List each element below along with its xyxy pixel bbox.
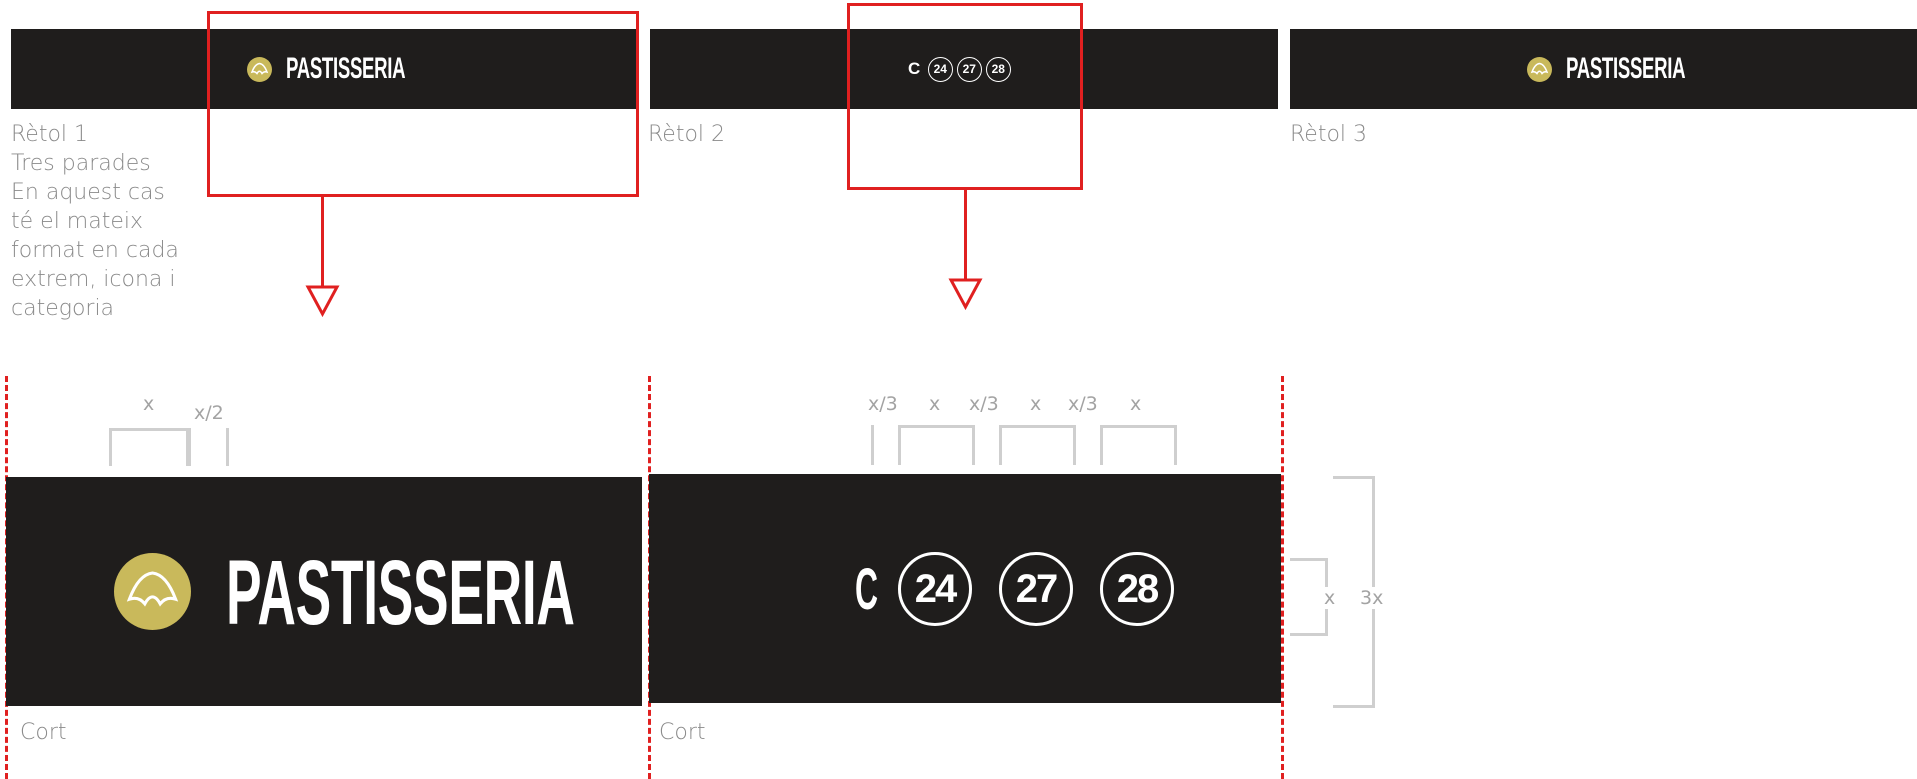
stop-number-badge: 24 — [898, 552, 972, 626]
rotol1-description: Tres parades En aquest cas té el mateix … — [11, 149, 179, 323]
highlight-box-rotol1 — [207, 11, 639, 197]
dimension-label: x — [143, 393, 155, 415]
dimension-label: x/3 — [868, 393, 898, 415]
arrow-down-icon — [305, 196, 340, 318]
brand-name: PASTISSERIA — [286, 52, 406, 85]
category-letter-large: C — [855, 557, 878, 622]
dimension-label: x/3 — [1068, 393, 1098, 415]
dimension-label: x — [1322, 587, 1338, 609]
banner-small-rotol2: C 24 27 28 — [650, 29, 1278, 109]
category-letter: C — [908, 59, 920, 78]
dimension-label: 3x — [1358, 587, 1386, 609]
arrow-down-icon — [948, 189, 983, 311]
dimension-bracket — [1100, 425, 1177, 465]
croissant-icon — [1527, 57, 1552, 82]
rotol1-title: Rètol 1 — [11, 122, 89, 147]
dimension-bracket — [109, 428, 191, 466]
dimension-bracket — [871, 425, 901, 465]
rotol3-title: Rètol 3 — [1290, 122, 1368, 147]
rotol2-title: Rètol 2 — [648, 122, 726, 147]
croissant-icon — [114, 553, 191, 630]
description-line: Tres parades — [11, 151, 151, 176]
dimension-label: x — [1130, 393, 1142, 415]
stop-number-badge: 27 — [999, 552, 1073, 626]
stop-number-badge: 28 — [1100, 552, 1174, 626]
stop-number-badge: 27 — [956, 56, 982, 82]
banner-large-rotol1: PASTISSERIA — [6, 477, 642, 706]
stop-codes: C 24 27 28 — [908, 56, 1011, 82]
highlight-box-rotol2 — [847, 3, 1083, 190]
brand-name-large: PASTISSERIA — [226, 542, 575, 644]
description-line: categoria — [11, 296, 115, 321]
croissant-icon — [247, 57, 272, 82]
banner-large-rotol2: C 24 27 28 — [649, 474, 1281, 703]
dimension-label: x/3 — [969, 393, 999, 415]
description-line: format en cada — [11, 238, 179, 263]
cut-line — [1281, 376, 1284, 779]
banner-small-rotol1: PASTISSERIA — [11, 29, 638, 109]
description-line: té el mateix — [11, 209, 143, 234]
dimension-bracket — [1073, 425, 1103, 465]
dimension-bracket — [999, 425, 1076, 465]
dimension-bracket — [898, 425, 975, 465]
cut-label: Cort — [20, 720, 67, 745]
brand-name: PASTISSERIA — [1566, 52, 1686, 85]
description-line: En aquest cas — [11, 180, 165, 205]
stop-number-badge: 28 — [985, 56, 1011, 82]
stop-number-badge: 24 — [927, 56, 953, 82]
dimension-bracket — [186, 428, 229, 466]
banner-small-rotol3: PASTISSERIA — [1290, 29, 1917, 109]
cut-label: Cort — [659, 720, 706, 745]
dimension-bracket — [972, 425, 1002, 465]
dimension-label: x — [1030, 393, 1042, 415]
dimension-label: x/2 — [194, 402, 224, 424]
dimension-label: x — [929, 393, 941, 415]
description-line: extrem, icona i — [11, 267, 176, 292]
